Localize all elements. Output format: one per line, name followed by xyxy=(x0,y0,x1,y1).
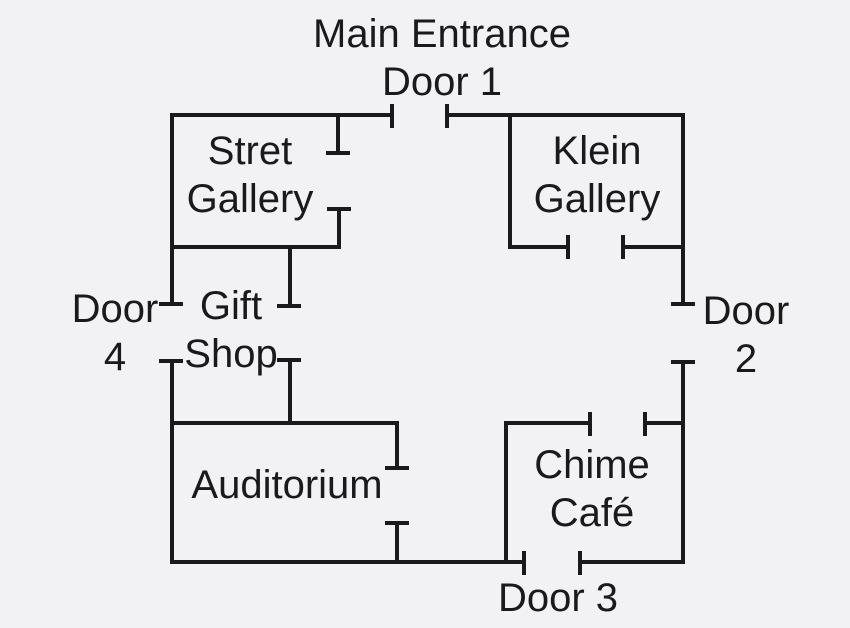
door-jamb-tick xyxy=(326,151,350,155)
door-jamb-tick xyxy=(588,412,592,436)
wall-segment xyxy=(578,560,685,564)
label-auditorium: Auditorium xyxy=(191,461,382,509)
door-jamb-tick xyxy=(327,207,351,211)
wall-segment xyxy=(504,421,592,425)
door-jamb-tick xyxy=(277,304,301,308)
label-stret-gallery: Stret Gallery xyxy=(187,127,314,223)
door-jamb-tick xyxy=(277,358,301,362)
door-2-text-line2: 2 xyxy=(734,337,758,381)
wall-segment xyxy=(445,113,685,117)
door-jamb-tick xyxy=(566,235,570,259)
stret-gallery-text-line2: Gallery xyxy=(186,177,314,221)
door-jamb-tick xyxy=(159,302,183,306)
door-jamb-tick xyxy=(643,412,647,436)
klein-gallery-text-line1: Klein xyxy=(552,129,642,173)
door-jamb-tick xyxy=(159,359,183,363)
wall-segment xyxy=(336,113,340,155)
door-jamb-tick xyxy=(621,235,625,259)
door-jamb-tick xyxy=(671,360,695,364)
wall-segment xyxy=(170,113,394,117)
gift-shop-text-line2: Shop xyxy=(184,332,278,376)
wall-segment xyxy=(681,360,685,564)
auditorium-text: Auditorium xyxy=(191,463,383,507)
door-2-text-line1: Door xyxy=(702,289,790,333)
wall-segment xyxy=(643,421,685,425)
stret-gallery-text-line1: Stret xyxy=(207,129,293,173)
wall-segment xyxy=(337,207,341,249)
door-4-text-line2: 4 xyxy=(103,335,127,379)
chime-cafe-text-line2: Café xyxy=(549,491,635,535)
label-chime-cafe: Chime Café xyxy=(534,441,650,537)
wall-segment xyxy=(288,245,292,308)
door-jamb-tick xyxy=(390,104,394,128)
wall-segment xyxy=(170,560,526,564)
gift-shop-text-line1: Gift xyxy=(199,284,263,328)
label-door-4: Door 4 xyxy=(72,285,159,381)
door-jamb-tick xyxy=(385,521,409,525)
wall-segment xyxy=(508,113,512,249)
wall-segment xyxy=(170,359,174,564)
wall-segment xyxy=(170,113,174,306)
wall-segment xyxy=(288,358,292,425)
label-main-entrance: Main Entrance Door 1 xyxy=(313,10,571,106)
klein-gallery-text-line2: Gallery xyxy=(533,177,661,221)
door-1-text: Door 1 xyxy=(381,60,503,104)
wall-segment xyxy=(170,245,341,249)
wall-segment xyxy=(508,245,570,249)
wall-segment xyxy=(681,113,685,306)
label-gift-shop: Gift Shop xyxy=(184,282,277,378)
door-jamb-tick xyxy=(385,466,409,470)
door-jamb-tick xyxy=(522,551,526,575)
label-klein-gallery: Klein Gallery xyxy=(534,127,661,223)
door-jamb-tick xyxy=(445,104,449,128)
wall-segment xyxy=(621,245,685,249)
wall-segment xyxy=(504,421,508,564)
door-jamb-tick xyxy=(578,551,582,575)
door-jamb-tick xyxy=(671,302,695,306)
label-door-3: Door 3 xyxy=(498,574,618,622)
wall-segment xyxy=(395,421,399,470)
door-4-text-line1: Door xyxy=(71,287,159,331)
wall-segment xyxy=(395,521,399,564)
main-entrance-text: Main Entrance xyxy=(313,12,571,56)
wall-segment xyxy=(170,421,399,425)
door-3-text: Door 3 xyxy=(497,576,619,620)
label-door-2: Door 2 xyxy=(703,287,790,383)
chime-cafe-text-line1: Chime xyxy=(534,443,650,487)
